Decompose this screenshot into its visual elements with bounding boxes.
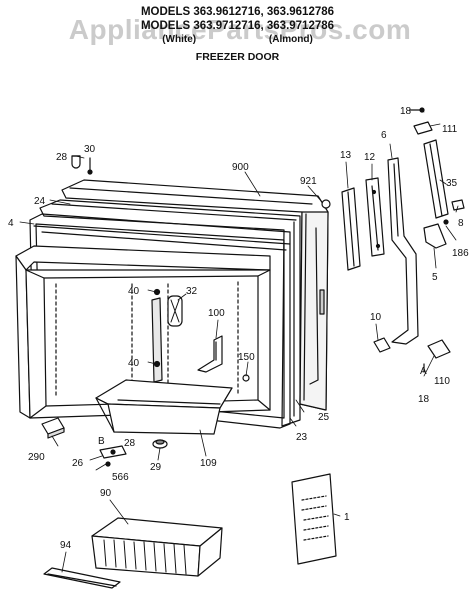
callout-25: 25 [318, 412, 330, 423]
part-30-screw [87, 157, 93, 175]
callout-1: 1 [344, 512, 350, 523]
callout-29: 29 [150, 462, 162, 473]
callout-26: 26 [72, 458, 84, 469]
callout-566: 566 [112, 472, 129, 483]
callout-921: 921 [300, 176, 317, 187]
part-566-screw [105, 461, 111, 467]
callout-8: 8 [458, 218, 464, 229]
part-5-hinge [423, 223, 447, 249]
outer-door-panel [61, 179, 329, 411]
part-8-clip [451, 199, 465, 211]
part-109-bin [95, 379, 233, 435]
inner-liner-frame [15, 245, 271, 419]
models-line-1: MODELS 363.9612716, 363.9612786 [140, 6, 335, 18]
callout-10: 10 [370, 312, 382, 323]
part-921-plug [321, 199, 331, 209]
callout-28-bot: 28 [124, 438, 136, 449]
door-gasket [39, 199, 301, 427]
callout-35: 35 [446, 178, 458, 189]
callout-18-top: 18 [400, 106, 412, 117]
part-110-hinge-plate [427, 339, 451, 359]
callout-186: 186 [452, 248, 469, 259]
callout-40-lower: 40 [128, 358, 140, 369]
callout-5: 5 [432, 272, 438, 283]
callout-24: 24 [34, 196, 46, 207]
callout-12: 12 [364, 152, 376, 163]
callout-6: 6 [381, 130, 387, 141]
callout-109: 109 [200, 458, 217, 469]
part-94-trim-strip [43, 567, 121, 589]
callout-32: 32 [186, 286, 198, 297]
part-26-plate [99, 445, 127, 459]
part-90-basket [91, 517, 223, 577]
callout-4: 4 [8, 218, 14, 229]
callout-13: 13 [340, 150, 352, 161]
part-13-strip [341, 187, 361, 271]
callout-900: 900 [232, 162, 249, 173]
callout-28-top: 28 [56, 152, 68, 163]
callout-94: 94 [60, 540, 72, 551]
callout-30: 30 [84, 144, 96, 155]
callout-100: 100 [208, 308, 225, 319]
part-12-strip [365, 177, 385, 257]
callout-111: 111 [442, 124, 458, 135]
color-white-label: (White) [162, 34, 197, 45]
callout-23: 23 [296, 432, 308, 443]
part-1-literature [291, 473, 337, 565]
callout-110: 110 [434, 376, 450, 387]
color-labels: (White) (Almond) [0, 34, 475, 45]
part-186-screw [443, 219, 449, 225]
part-6-hinge-bar [387, 157, 419, 345]
color-almond-label: (Almond) [268, 34, 313, 45]
callout-40-upper: 40 [128, 286, 140, 297]
leader-lines [19, 109, 459, 573]
callout-A: A [420, 366, 427, 377]
callout-18-mid: 18 [418, 394, 430, 405]
models-line-2: MODELS 363.9712716, 363.9712786 [140, 20, 335, 32]
part-29-bumper [152, 439, 168, 449]
part-100-bracket [197, 335, 223, 373]
part-35-handle [423, 139, 449, 219]
callout-90: 90 [100, 488, 112, 499]
part-111-cap [413, 121, 433, 135]
part-32-clip [167, 295, 183, 327]
callout-B: B [98, 436, 105, 447]
section-title: FREEZER DOOR [195, 51, 280, 63]
part-10-bracket [373, 337, 391, 353]
part-28-plug [71, 155, 81, 169]
callout-290: 290 [28, 452, 45, 463]
part-290-block [41, 417, 65, 439]
callout-150: 150 [238, 352, 255, 363]
